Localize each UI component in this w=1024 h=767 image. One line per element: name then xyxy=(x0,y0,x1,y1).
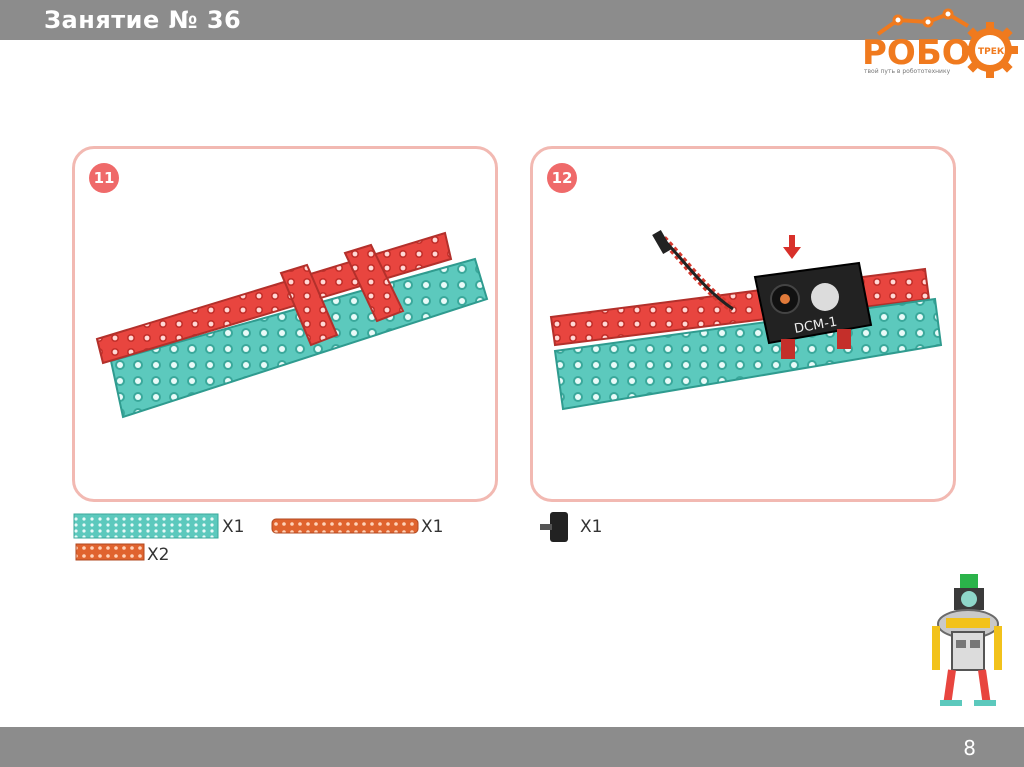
down-arrow-icon xyxy=(783,235,801,259)
wire-connector xyxy=(652,229,672,255)
robot-illustration xyxy=(932,574,1002,706)
top-bar: Занятие № 36 xyxy=(0,0,1024,40)
red-cross-beam-1 xyxy=(279,263,339,347)
part-qty: X1 xyxy=(580,517,603,537)
step-11-illustration xyxy=(95,231,489,419)
logo-brand-text: РОБО xyxy=(862,33,971,73)
step-12-panel: 12 DCM-1 xyxy=(530,146,956,502)
dcm-motor: DCM-1 xyxy=(753,261,873,359)
step-number-badge: 12 xyxy=(547,163,577,193)
motor-label: DCM-1 xyxy=(793,315,838,337)
part-qty: X2 xyxy=(147,545,170,565)
part-qty: X1 xyxy=(222,517,245,537)
part-red-long-beam-icon xyxy=(271,518,419,534)
part-motor-icon xyxy=(540,512,568,542)
step-number-badge: 11 xyxy=(89,163,119,193)
red-cross-beam-2 xyxy=(343,243,405,323)
lesson-title: Занятие № 36 xyxy=(44,6,242,34)
logo-sub-text: ТРЕК xyxy=(978,47,1005,57)
page-number: 8 xyxy=(963,736,976,760)
part-teal-plate-icon xyxy=(73,513,219,539)
part-qty: X1 xyxy=(421,517,444,537)
step-11-panel: 11 xyxy=(72,146,498,502)
logo-slogan: твой путь в робототехнику xyxy=(864,68,951,75)
part-red-short-beam-icon xyxy=(75,543,145,561)
step-12-illustration: DCM-1 xyxy=(549,229,943,411)
bottom-bar: 8 xyxy=(0,727,1024,767)
robotrek-logo: РОБО ТРЕК xyxy=(862,8,1018,78)
